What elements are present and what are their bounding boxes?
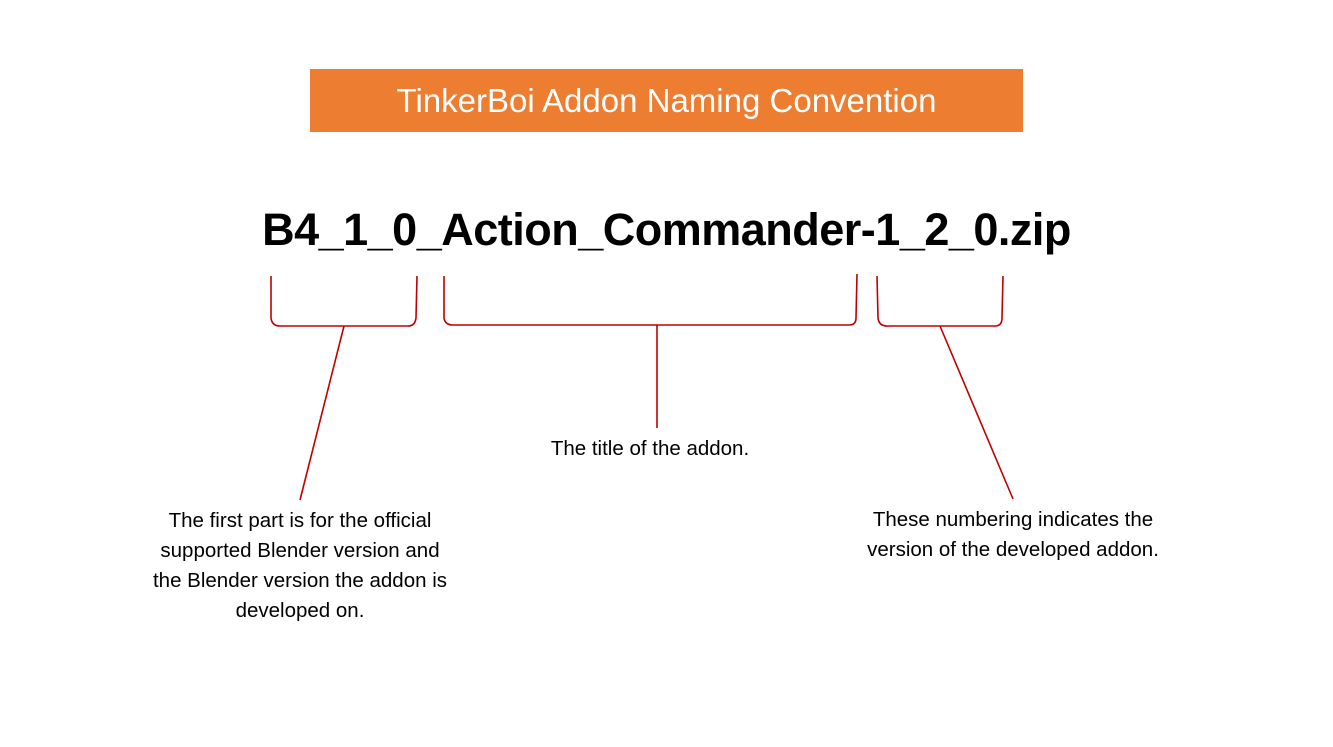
annotation-line: developed on.	[235, 599, 365, 622]
annotation-line: The title of the addon.	[550, 437, 750, 460]
bracket-addon-title	[443, 273, 858, 326]
bracket-addon-version	[876, 275, 1004, 327]
diagram-title: TinkerBoi Addon Naming Convention	[396, 81, 937, 119]
annotation-line: version of the developed addon.	[867, 538, 1159, 561]
annotation-line: the Blender version the addon is	[152, 569, 448, 592]
leader-addon-version	[939, 325, 1014, 500]
annotation-line: supported Blender version and	[160, 539, 440, 562]
annotation-blender-version: The first part is for the official suppo…	[120, 506, 480, 626]
annotation-addon-title: The title of the addon.	[500, 434, 800, 464]
leader-blender-version	[299, 325, 345, 501]
bracket-blender-version	[270, 275, 418, 327]
annotation-line: The first part is for the official	[168, 509, 432, 532]
annotation-line: These numbering indicates the	[872, 508, 1154, 531]
title-banner: TinkerBoi Addon Naming Convention	[310, 69, 1023, 132]
annotation-addon-version: These numbering indicates the version of…	[830, 505, 1196, 565]
example-filename: B4_1_0_Action_Commander-1_2_0.zip	[262, 204, 1071, 255]
